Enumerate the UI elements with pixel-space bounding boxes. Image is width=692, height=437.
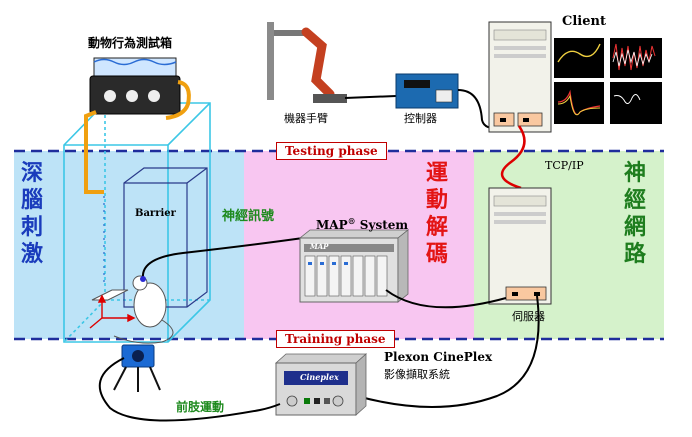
plexon-title-label: Plexon CinePlex (384, 350, 493, 364)
cineplex-badge: Cineplex (300, 372, 339, 382)
server-label: 伺服器 (512, 310, 545, 323)
testing-phase-label: Testing phase (276, 142, 387, 160)
motion-arrows (89, 294, 136, 329)
plexon-sub-label: 影像擷取系統 (384, 368, 450, 381)
client-signal-plots (554, 38, 662, 124)
robot-controller-cable (344, 95, 397, 99)
map-system-reg: ® (347, 216, 356, 226)
tcp-ip-label: TCP/IP (545, 159, 584, 172)
map-server-cable (385, 289, 507, 309)
map-system-label: MAP® System (316, 216, 408, 232)
neural-signal-label: 神經訊號 (222, 209, 275, 224)
water-dispenser (89, 57, 191, 120)
robot-arm (267, 22, 347, 103)
forelimb-motion-label: 前肢運動 (176, 400, 225, 414)
cineplex-unit (274, 353, 368, 416)
camera-icon (113, 344, 161, 392)
region-label-motion-decoding: 運 動 解 碼 (425, 160, 448, 267)
robot-arm-label: 機器手臂 (284, 112, 328, 125)
map-system-rack (298, 229, 410, 303)
tcp-ip-cable (500, 125, 526, 190)
barrier-label: Barrier (135, 208, 176, 219)
map-system-name: MAP (316, 218, 348, 232)
map-system-suffix: System (355, 218, 409, 232)
region-deep-brain-stimulation (14, 151, 244, 339)
barrier-panel (123, 167, 208, 308)
camera-cable (98, 357, 281, 422)
behavior-box-label: 動物行為測試箱 (88, 36, 173, 50)
region-label-deep-brain-stimulation: 深 腦 刺 激 (20, 160, 43, 267)
client-label: Client (562, 14, 606, 29)
region-label-neural-network: 神 經 網 路 (623, 160, 646, 267)
controller-label: 控制器 (404, 112, 437, 125)
rat-figure (113, 275, 174, 344)
map-badge: MAP (310, 242, 329, 251)
controller-board (395, 73, 459, 109)
training-phase-label: Training phase (276, 330, 395, 348)
water-tube (84, 110, 104, 194)
server-cineplex-cable (356, 295, 540, 408)
server-computer (488, 187, 552, 305)
client-computer (488, 21, 552, 133)
behavior-box (63, 102, 211, 343)
electrode-icon (140, 276, 146, 282)
